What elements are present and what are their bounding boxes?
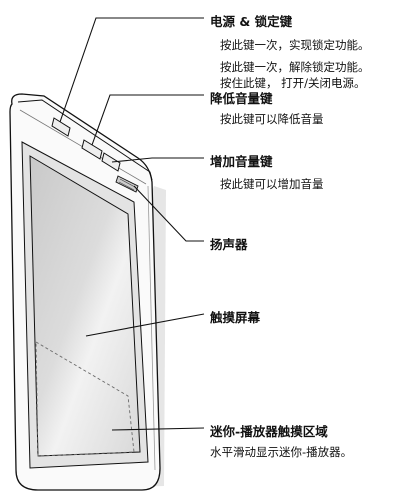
power-lock-button[interactable] — [51, 117, 71, 137]
power-lock-desc-3: 按住此键， 打开/关闭电源。 — [220, 76, 366, 90]
power-lock-title: 电源 & 锁定键 — [210, 14, 293, 29]
volume-down-desc: 按此键可以降低音量 — [220, 112, 324, 126]
leader-screen — [85, 313, 205, 337]
device-top-bevel — [17, 99, 153, 181]
touch-screen-title: 触摸屏幕 — [210, 310, 261, 325]
volume-up-desc: 按此键可以增加音量 — [220, 177, 324, 191]
leader-speaker — [133, 185, 204, 242]
mini-player-desc: 水平滑动显示迷你-播放器。 — [210, 445, 353, 459]
volume-down-button[interactable] — [81, 139, 103, 160]
power-lock-desc-2: 按此键一次，解除锁定功能。 — [220, 60, 370, 74]
leader-mini-player — [111, 427, 205, 431]
leader-volume-up — [111, 157, 204, 163]
volume-up-title: 增加音量键 — [210, 154, 273, 169]
touch-screen[interactable] — [29, 155, 141, 457]
mini-player-title: 迷你-播放器触摸区域 — [210, 424, 328, 439]
power-lock-desc-1: 按此键一次，实现锁定功能。 — [220, 38, 370, 52]
speaker-title: 扬声器 — [210, 237, 248, 252]
leader-power — [59, 17, 204, 123]
leader-lines — [59, 17, 205, 431]
volume-up-button[interactable] — [101, 152, 121, 172]
mini-player-touch-zone[interactable] — [35, 341, 135, 457]
volume-down-title: 降低音量键 — [210, 91, 273, 106]
leader-volume-down — [91, 94, 204, 146]
